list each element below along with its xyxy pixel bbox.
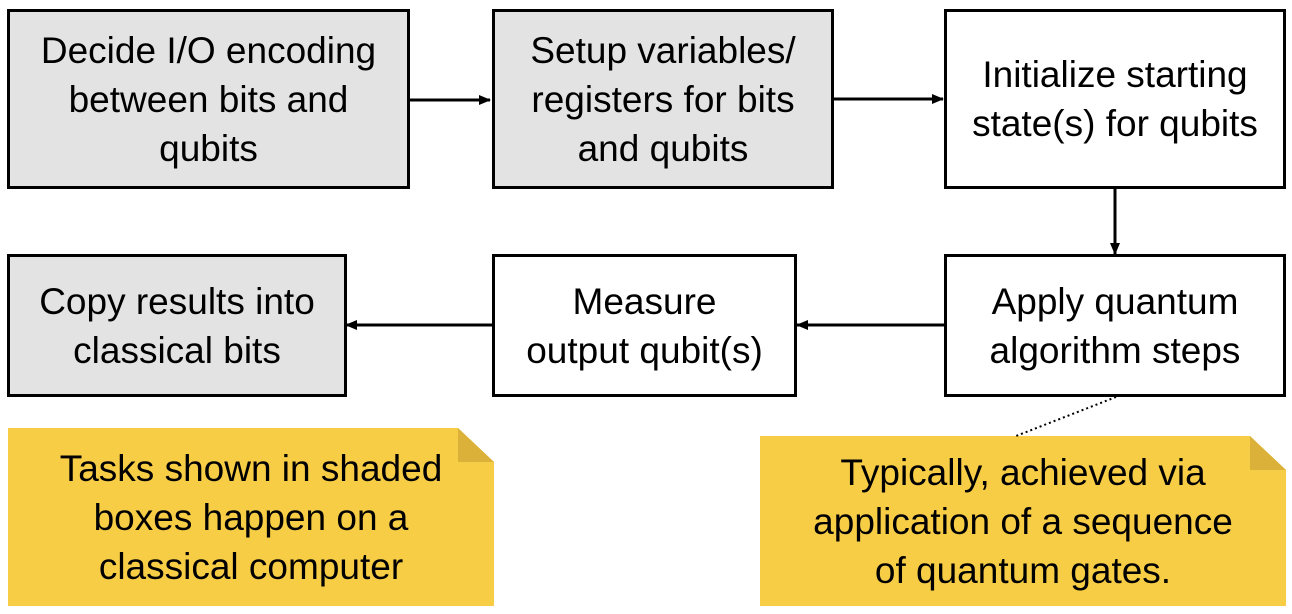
initialize-state-box: Initialize starting state(s) for qubits <box>944 9 1286 189</box>
shaded-legend-note <box>8 428 494 606</box>
box-line: Setup variables/ <box>530 29 796 71</box>
note-line: Tasks shown in shaded <box>59 447 443 489</box>
note-line: of quantum gates. <box>874 549 1172 591</box>
note-line: classical computer <box>98 545 404 587</box>
box-line: Measure <box>572 280 717 322</box>
copy-results-box: Copy results into classical bits <box>7 254 347 397</box>
box-line: registers for bits <box>531 78 795 120</box>
box-line: Initialize starting <box>982 54 1248 95</box>
box-line: classical bits <box>73 329 281 371</box>
box-line: and qubits <box>577 127 749 169</box>
box-line: algorithm steps <box>989 329 1241 371</box>
box-line: qubits <box>159 127 258 169</box>
box-line: Decide I/O encoding <box>40 29 377 71</box>
box-line: between bits and <box>68 78 349 120</box>
shaded-legend-text: Tasks shown in shaded boxes happen on a … <box>8 432 494 602</box>
measure-output-box: Measure output qubit(s) <box>492 254 797 397</box>
note-link-dotted <box>1015 396 1117 437</box>
setup-variables-box: Setup variables/ registers for bits and … <box>492 9 834 189</box>
note-line: boxes happen on a <box>93 496 409 538</box>
gates-note <box>760 436 1286 606</box>
gates-note-text: Typically, achieved via application of a… <box>760 440 1286 602</box>
note-line: application of a sequence <box>813 500 1233 542</box>
box-line: state(s) for qubits <box>972 103 1258 144</box>
box-line: output qubit(s) <box>526 329 763 371</box>
box-line: Copy results into <box>39 280 315 322</box>
decide-io-encoding-box: Decide I/O encoding between bits and qub… <box>7 9 410 189</box>
box-line: Apply quantum <box>991 280 1239 322</box>
note-line: Typically, achieved via <box>840 451 1206 493</box>
apply-quantum-steps-box: Apply quantum algorithm steps <box>944 254 1286 397</box>
